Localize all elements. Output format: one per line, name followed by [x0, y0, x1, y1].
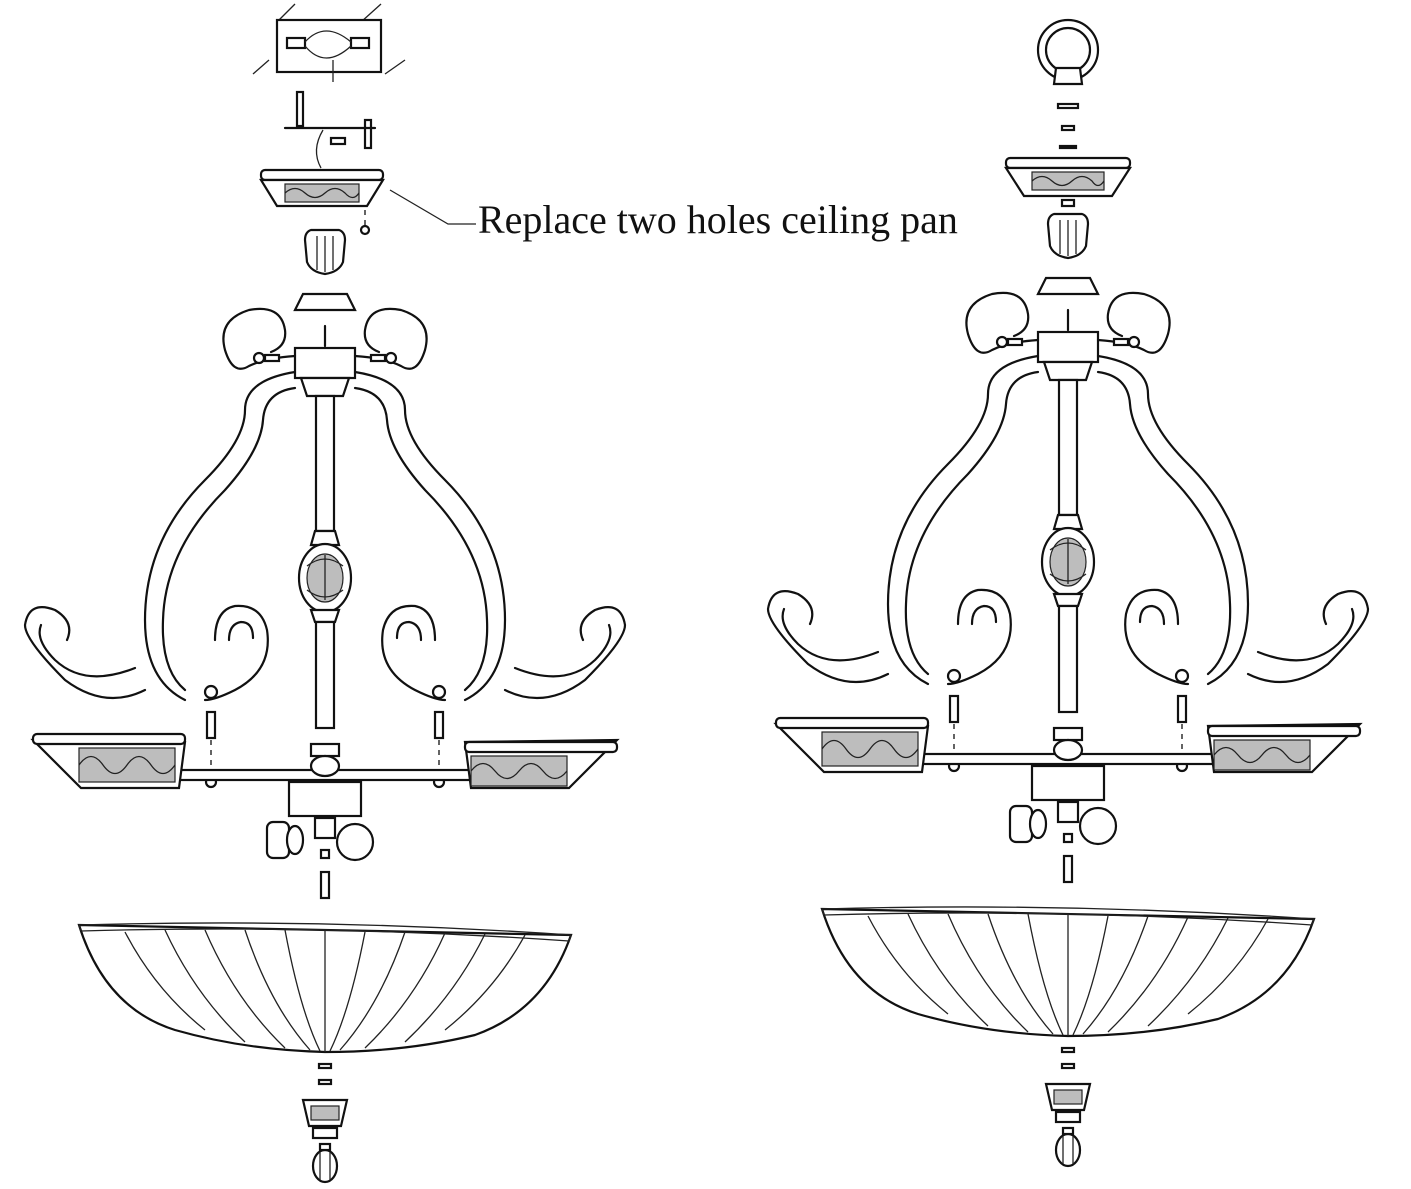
callout-label: Replace two holes ceiling pan	[478, 197, 958, 242]
ceiling-canopy	[259, 168, 385, 208]
assembly-left	[23, 3, 627, 1184]
callout-leader	[389, 189, 476, 225]
hanging-loop	[1036, 18, 1100, 150]
junction-box	[252, 3, 406, 82]
assembly-right	[766, 18, 1370, 1168]
mounting-bracket	[283, 90, 377, 169]
canopy	[1003, 156, 1133, 198]
